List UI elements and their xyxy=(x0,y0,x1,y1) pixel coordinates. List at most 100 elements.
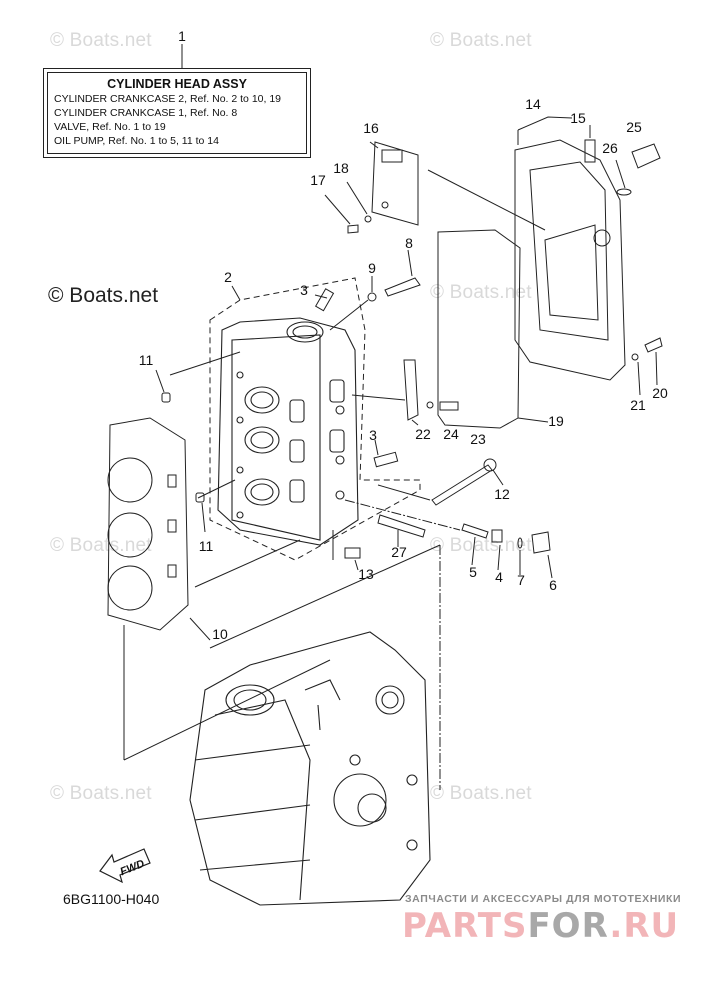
callout-12[interactable]: 12 xyxy=(494,486,510,502)
cylinder-head xyxy=(217,317,359,546)
callout-23[interactable]: 23 xyxy=(470,431,486,447)
leader-line xyxy=(377,484,431,501)
legend-line: VALVE, Ref. No. 1 to 19 xyxy=(54,121,166,133)
callout-21[interactable]: 21 xyxy=(630,397,646,413)
leader-line xyxy=(209,544,441,649)
leader-line xyxy=(637,361,641,396)
leader-line xyxy=(471,536,476,566)
washer xyxy=(631,353,639,361)
plate xyxy=(403,359,419,421)
callout-10[interactable]: 10 xyxy=(212,626,228,642)
leader-line xyxy=(329,299,369,331)
callout-24[interactable]: 24 xyxy=(443,426,459,442)
crankcase xyxy=(189,631,431,906)
sleeve xyxy=(584,139,596,163)
head-gasket xyxy=(107,417,189,631)
cover-window xyxy=(381,149,403,163)
legend-title: CYLINDER HEAD ASSY xyxy=(107,77,247,91)
callout-3[interactable]: 3 xyxy=(369,427,377,443)
leader-line xyxy=(169,351,241,376)
callout-13[interactable]: 13 xyxy=(358,566,374,582)
leader-line xyxy=(407,249,413,277)
brand-part-3: .RU xyxy=(609,906,680,946)
screw xyxy=(347,224,359,234)
leader-line xyxy=(655,351,658,386)
leader-line xyxy=(497,544,501,571)
callout-6[interactable]: 6 xyxy=(549,577,557,593)
forward-arrow: FWD xyxy=(98,845,158,890)
callout-16[interactable]: 16 xyxy=(363,120,379,136)
leader-line xyxy=(194,539,301,588)
callout-1[interactable]: 1 xyxy=(178,28,186,44)
sleeve xyxy=(314,288,335,312)
callout-8[interactable]: 8 xyxy=(405,235,413,251)
leader-line xyxy=(189,617,211,641)
leader-line xyxy=(374,439,379,456)
bolt xyxy=(384,277,421,297)
washer xyxy=(367,292,377,302)
brand-subtitle: ЗАПЧАСТИ И АКСЕССУАРЫ ДЛЯ МОТОТЕХНИКИ xyxy=(405,893,682,905)
callout-2[interactable]: 2 xyxy=(224,269,232,285)
sleeve xyxy=(373,451,399,468)
leader-line xyxy=(324,194,351,225)
callout-7[interactable]: 7 xyxy=(517,572,525,588)
callout-11[interactable]: 11 xyxy=(138,352,154,368)
cover-gasket xyxy=(437,229,521,429)
watermark: © Boats.net xyxy=(50,535,152,556)
leader-line xyxy=(344,499,461,531)
watermark: © Boats.net xyxy=(430,30,532,51)
callout-9[interactable]: 9 xyxy=(368,260,376,276)
dowel-pin xyxy=(161,392,171,403)
o-ring xyxy=(517,537,523,549)
bolt xyxy=(439,401,459,411)
callout-20[interactable]: 20 xyxy=(652,385,668,401)
long-bolt xyxy=(431,464,493,506)
leader-line xyxy=(346,181,368,215)
callout-14[interactable]: 14 xyxy=(525,96,541,112)
leader-line xyxy=(351,394,406,401)
callout-18[interactable]: 18 xyxy=(333,160,349,176)
callout-15[interactable]: 15 xyxy=(570,110,586,126)
callout-17[interactable]: 17 xyxy=(310,172,326,188)
brand-part-1: PARTS xyxy=(402,906,528,946)
parts-legend: CYLINDER HEAD ASSY CYLINDER CRANKCASE 2,… xyxy=(43,68,311,158)
bolt xyxy=(644,337,663,353)
callout-22[interactable]: 22 xyxy=(415,426,431,442)
bolt xyxy=(344,547,361,559)
group-outline xyxy=(209,277,421,561)
legend-line: OIL PUMP, Ref. No. 1 to 5, 11 to 14 xyxy=(54,135,219,147)
callout-25[interactable]: 25 xyxy=(626,119,642,135)
callout-11[interactable]: 11 xyxy=(198,538,214,554)
callout-27[interactable]: 27 xyxy=(391,544,407,560)
plug xyxy=(531,531,551,554)
leader-line xyxy=(492,469,504,486)
legend-line: CYLINDER CRANKCASE 2, Ref. No. 2 to 10, … xyxy=(54,93,282,105)
callout-19[interactable]: 19 xyxy=(548,413,564,429)
watermark-prominent: © Boats.net xyxy=(48,284,159,307)
leader-line xyxy=(615,159,626,189)
brand-logo: PARTSFOR.RU xyxy=(402,906,679,946)
leader-line xyxy=(201,502,206,533)
washer xyxy=(364,215,372,223)
callout-5[interactable]: 5 xyxy=(469,564,477,580)
plug xyxy=(631,143,661,169)
leader-line xyxy=(155,369,165,393)
watermark: © Boats.net xyxy=(50,783,152,804)
leader-line xyxy=(411,419,419,426)
watermark: © Boats.net xyxy=(430,282,532,303)
forward-arrow-icon: FWD xyxy=(99,848,151,884)
cover-plate xyxy=(371,141,419,226)
leader-line xyxy=(517,116,573,131)
callout-26[interactable]: 26 xyxy=(602,140,618,156)
sensor xyxy=(377,514,426,538)
watermark: © Boats.net xyxy=(430,783,532,804)
callout-3[interactable]: 3 xyxy=(300,282,308,298)
collar xyxy=(491,529,503,543)
oil-pump-cover xyxy=(514,139,626,381)
leader-line xyxy=(427,169,546,231)
leader-line xyxy=(231,285,241,301)
leader-line xyxy=(369,141,379,149)
diagram-code: 6BG1100-H040 xyxy=(63,891,160,907)
callout-4[interactable]: 4 xyxy=(495,569,503,585)
